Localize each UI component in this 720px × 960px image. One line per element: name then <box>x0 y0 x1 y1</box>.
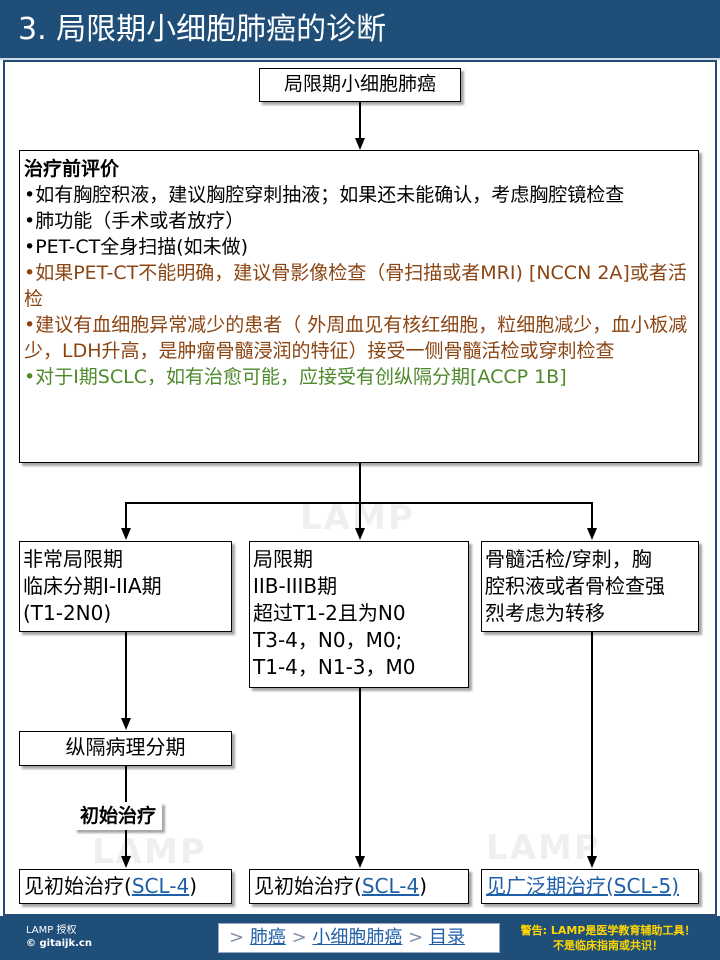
connector-line <box>359 102 361 140</box>
outcome-text: 见初始治疗( <box>254 874 362 898</box>
top-box-label: 局限期小细胞肺癌 <box>283 73 436 95</box>
branch-line: 超过T1-2且为N0 <box>253 601 406 625</box>
arrowhead <box>121 718 131 730</box>
evaluation-item: •PET-CT全身扫描(如未做) <box>24 236 249 258</box>
breadcrumb-sclc[interactable]: 小细胞肺癌 <box>312 927 403 948</box>
limited-stage-box: 局限期 IIB-IIIB期 超过T1-2且为N0 T3-4，N0，M0; T1-… <box>249 541 469 688</box>
evaluation-title: 治疗前评价 <box>24 158 120 180</box>
connector-line <box>359 502 361 528</box>
arrowhead <box>355 856 365 868</box>
branch-line: T1-4，N1-3，M0 <box>253 655 416 679</box>
arrowhead <box>121 856 131 868</box>
arrowhead <box>587 856 597 868</box>
breadcrumb-separator: > <box>229 927 245 948</box>
outcome-text: 见初始治疗( <box>24 874 132 898</box>
arrowhead <box>355 528 365 540</box>
breadcrumb-contents[interactable]: 目录 <box>428 927 465 948</box>
very-limited-stage-box: 非常局限期 临床分期I-IIA期 (T1-2N0) <box>19 541 232 632</box>
evaluation-item: •如果PET-CT不能明确，建议骨影像检查（骨扫描或者MRI) [NCCN 2A… <box>24 262 687 310</box>
header-bar: 3. 局限期小细胞肺癌的诊断 <box>0 0 720 60</box>
branch-line: 烈考虑为转移 <box>485 601 605 625</box>
watermark: LAMP <box>486 828 601 868</box>
site-text: © gitaijk.cn <box>26 938 92 949</box>
scl-4-link[interactable]: SCL-4 <box>361 874 420 898</box>
license-text: LAMP 授权 <box>26 925 77 936</box>
connector-line <box>359 688 361 858</box>
outcome-box-right: 见广泛期治疗(SCL-5) <box>481 869 699 904</box>
evaluation-item: •肺功能（手术或者放疗） <box>24 210 245 232</box>
warning-line: 警告: LAMP是医学教育辅助工具！ <box>520 924 696 937</box>
arrowhead <box>587 528 597 540</box>
branch-line: (T1-2N0) <box>23 601 112 625</box>
scl-5-link[interactable]: 见广泛期治疗(SCL-5) <box>486 874 679 898</box>
pretreatment-evaluation-box: 治疗前评价 •如有胸腔积液，建议胸腔穿刺抽液；如果还未能确认，考虑胸腔镜检查 •… <box>19 150 699 463</box>
branch-line: 腔积液或者骨检查强 <box>485 574 665 598</box>
metastasis-suspected-box: 骨髓活检/穿刺，胸 腔积液或者骨检查强 烈考虑为转移 <box>481 541 699 632</box>
outcome-box-left: 见初始治疗(SCL-4) <box>19 869 232 904</box>
evaluation-item: •如有胸腔积液，建议胸腔穿刺抽液；如果还未能确认，考虑胸腔镜检查 <box>24 184 625 206</box>
branch-line: 局限期 <box>253 547 313 571</box>
breadcrumb: > 肺癌 > 小细胞肺癌 > 目录 <box>218 923 500 953</box>
outcome-text: ) <box>189 874 198 898</box>
breadcrumb-separator: > <box>291 927 307 948</box>
initial-treatment-label: 初始治疗 <box>74 802 163 830</box>
outcome-text: ) <box>419 874 428 898</box>
connector-line <box>125 632 127 720</box>
branch-line: 非常局限期 <box>23 547 123 571</box>
branch-line: IIB-IIIB期 <box>253 574 338 598</box>
arrowhead <box>355 138 365 150</box>
connector-line <box>591 502 593 528</box>
breadcrumb-separator: > <box>408 927 424 948</box>
outcome-box-middle: 见初始治疗(SCL-4) <box>249 869 469 904</box>
branch-line: 临床分期I-IIA期 <box>23 574 162 598</box>
branch-line: T3-4，N0，M0; <box>253 628 403 652</box>
footer-bar: LAMP 授权 © gitaijk.cn > 肺癌 > 小细胞肺癌 > 目录 警… <box>0 916 720 960</box>
breadcrumb-lung-cancer[interactable]: 肺癌 <box>249 927 286 948</box>
page-title: 3. 局限期小细胞肺癌的诊断 <box>18 12 387 47</box>
mediastinal-label: 纵隔病理分期 <box>65 735 186 759</box>
warning-notice: 警告: LAMP是医学教育辅助工具！ 不是临床指南或共识！ <box>502 923 714 953</box>
evaluation-item: •建议有血细胞异常减少的患者（ 外周血见有核红细胞，粒细胞减少，血小板减少，LD… <box>24 314 688 362</box>
watermark: LAMP <box>92 832 207 872</box>
top-box-limited-sclc: 局限期小细胞肺癌 <box>259 68 461 102</box>
warning-line: 不是临床指南或共识！ <box>553 939 663 952</box>
scl-4-link[interactable]: SCL-4 <box>131 874 190 898</box>
branch-line: 骨髓活检/穿刺，胸 <box>485 547 652 571</box>
connector-line <box>359 463 361 503</box>
connector-line <box>591 632 593 858</box>
content-frame <box>3 60 717 916</box>
arrowhead <box>121 528 131 540</box>
connector-line <box>125 502 127 528</box>
footer-license: LAMP 授权 © gitaijk.cn <box>26 924 92 950</box>
evaluation-item: •对于I期SCLC，如有治愈可能，应接受有创纵隔分期[ACCP 1B] <box>24 366 567 388</box>
mediastinal-staging-box: 纵隔病理分期 <box>19 731 232 766</box>
